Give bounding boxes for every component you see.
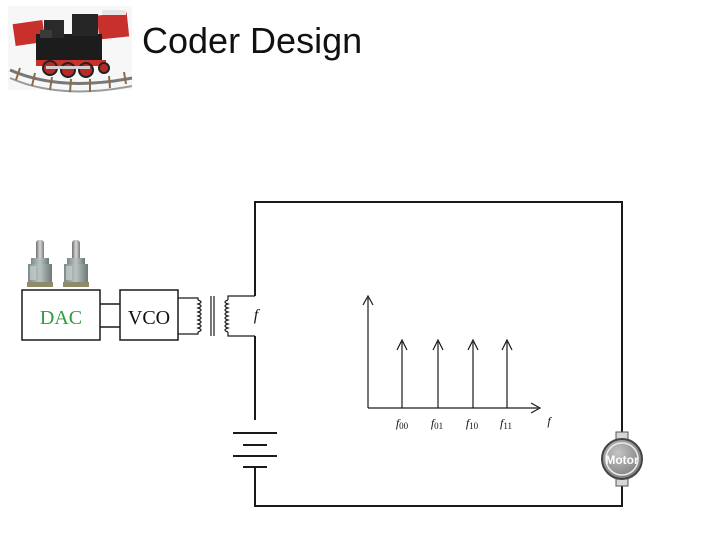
spectrum-tick-label: f00	[396, 416, 409, 431]
spectrum-impulse	[432, 338, 444, 408]
spectrum-impulse	[501, 338, 513, 408]
battery-icon	[233, 432, 277, 468]
spectrum-x-arrow	[530, 402, 542, 414]
vco-label: VCO	[128, 307, 170, 329]
motor-label: Motor	[605, 453, 639, 467]
spectrum-impulse	[467, 338, 479, 408]
transformer-icon	[178, 295, 255, 337]
spectrum-x-axis-label: f	[547, 414, 552, 428]
toggle-switch-icon	[63, 240, 89, 287]
spectrum-impulse	[396, 338, 408, 408]
toggle-switch-icon	[27, 240, 53, 287]
output-frequency-label: f	[254, 307, 261, 324]
circuit-loop	[254, 201, 623, 507]
dac-block: DAC	[21, 289, 101, 341]
spectrum-plot	[362, 294, 542, 414]
spectrum-tick-label: f01	[431, 416, 443, 431]
spectrum-y-arrow	[362, 294, 374, 306]
dac-label: DAC	[40, 307, 82, 329]
spectrum-tick-label: f10	[466, 416, 479, 431]
vco-block: VCO	[119, 289, 179, 341]
motor-icon: Motor	[601, 431, 643, 487]
spectrum-tick-label: f11	[500, 416, 512, 431]
toy-train-icon	[8, 6, 133, 93]
slide-title: Coder Design	[142, 20, 363, 61]
